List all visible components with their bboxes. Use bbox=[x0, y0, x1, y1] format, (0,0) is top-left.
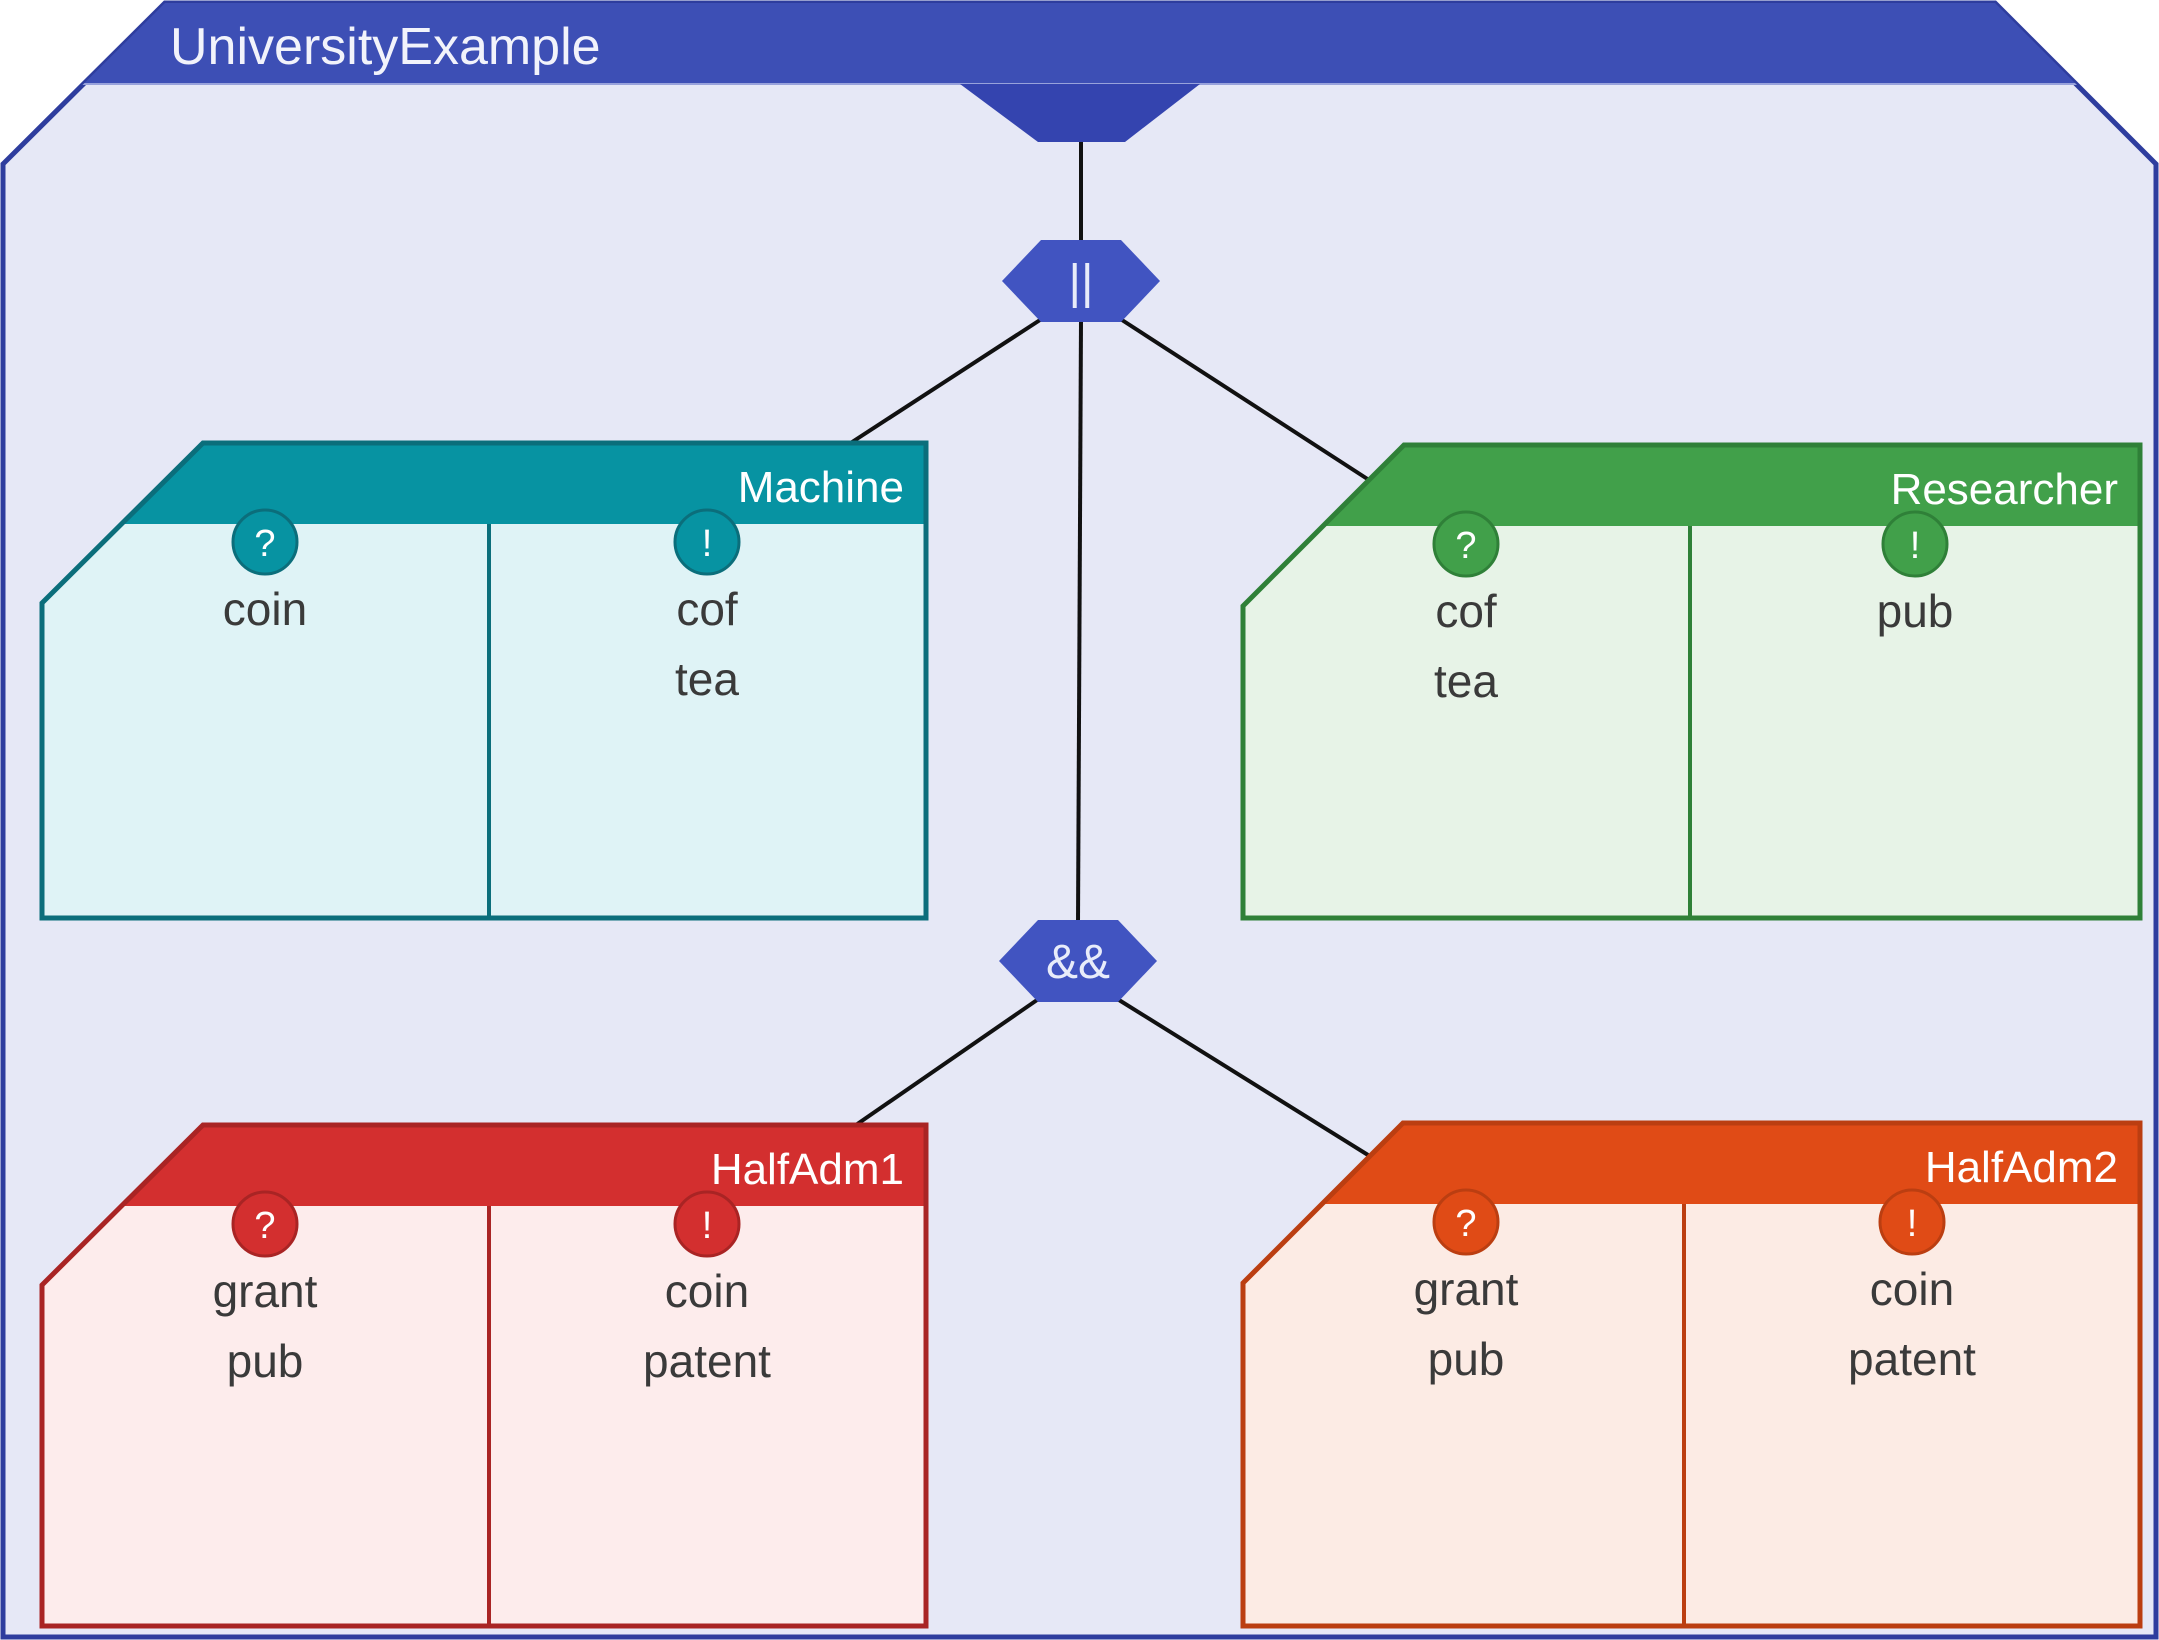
connector-parallel-to-machine bbox=[844, 318, 1042, 448]
machine-body bbox=[42, 524, 926, 918]
system-title: UniversityExample bbox=[170, 18, 601, 76]
parallel-operator-symbol: || bbox=[1069, 256, 1094, 309]
component-researcher[interactable]: Researcher ? ! cof tea pub bbox=[1240, 442, 2143, 921]
halfadm2-input-item: grant bbox=[1414, 1263, 1519, 1315]
halfadm2-output-badge-glyph: ! bbox=[1907, 1203, 1918, 1245]
conjunction-operator-node[interactable]: && bbox=[999, 920, 1157, 1002]
halfadm1-output-badge-glyph: ! bbox=[702, 1205, 713, 1247]
halfadm1-input-badge-glyph: ? bbox=[254, 1205, 275, 1247]
output-badge-icon bbox=[1878, 1188, 1946, 1256]
input-badge-icon bbox=[1432, 1188, 1500, 1256]
connector-conjunction-to-halfadm2 bbox=[1117, 998, 1370, 1157]
parallel-operator-hexagon-icon[interactable] bbox=[1002, 240, 1160, 322]
input-badge-icon bbox=[1432, 510, 1500, 578]
parallel-operator-node[interactable]: || bbox=[1002, 240, 1160, 322]
component-halfadm1[interactable]: HalfAdm1 ? ! grant pub coin patent bbox=[39, 1122, 929, 1629]
researcher-output-item: pub bbox=[1877, 585, 1954, 637]
halfadm2-input-badge-glyph: ? bbox=[1455, 1203, 1476, 1245]
halfadm1-input-item: pub bbox=[227, 1335, 304, 1387]
halfadm1-body bbox=[42, 1206, 926, 1626]
researcher-input-badge-glyph: ? bbox=[1455, 525, 1476, 567]
conjunction-operator-symbol: && bbox=[1046, 936, 1110, 989]
connector-parallel-to-conjunction bbox=[1076, 319, 1083, 923]
system-frame-header bbox=[3, 3, 2156, 83]
input-badge-icon bbox=[231, 508, 299, 576]
connector-parallel-to-researcher bbox=[1120, 318, 1371, 482]
halfadm2-body bbox=[1243, 1204, 2140, 1626]
halfadm1-outline[interactable] bbox=[39, 1122, 929, 1629]
halfadm2-outline[interactable] bbox=[1240, 1120, 2143, 1629]
researcher-input-item: tea bbox=[1434, 655, 1498, 707]
researcher-title: Researcher bbox=[1891, 465, 2118, 514]
researcher-outline[interactable] bbox=[1240, 442, 2143, 921]
halfadm1-output-item: coin bbox=[665, 1265, 749, 1317]
researcher-input-item: cof bbox=[1435, 585, 1497, 637]
halfadm2-output-item: coin bbox=[1870, 1263, 1954, 1315]
halfadm2-output-item: patent bbox=[1848, 1333, 1976, 1385]
halfadm1-output-item: patent bbox=[643, 1335, 771, 1387]
input-badge-icon bbox=[231, 1190, 299, 1258]
machine-outline[interactable] bbox=[39, 440, 929, 921]
halfadm1-title: HalfAdm1 bbox=[711, 1145, 904, 1194]
component-halfadm2[interactable]: HalfAdm2 ? ! grant pub coin patent bbox=[1240, 1120, 2143, 1629]
machine-output-badge-glyph: ! bbox=[702, 523, 713, 565]
composition-root-notch-icon bbox=[960, 84, 1200, 142]
component-machine[interactable]: Machine ? ! coin cof tea bbox=[39, 440, 929, 921]
output-badge-icon bbox=[673, 1190, 741, 1258]
halfadm2-input-item: pub bbox=[1428, 1333, 1505, 1385]
halfadm1-input-item: grant bbox=[213, 1265, 318, 1317]
machine-input-badge-glyph: ? bbox=[254, 523, 275, 565]
conjunction-operator-hexagon-icon[interactable] bbox=[999, 920, 1157, 1002]
researcher-output-badge-glyph: ! bbox=[1910, 525, 1921, 567]
machine-output-item: tea bbox=[675, 653, 739, 705]
machine-output-item: cof bbox=[676, 583, 738, 635]
output-badge-icon bbox=[1881, 510, 1949, 578]
connectors bbox=[844, 142, 1371, 1157]
connector-conjunction-to-halfadm1 bbox=[851, 998, 1039, 1129]
machine-title: Machine bbox=[738, 463, 904, 512]
halfadm2-title: HalfAdm2 bbox=[1925, 1143, 2118, 1192]
output-badge-icon bbox=[673, 508, 741, 576]
machine-input-item: coin bbox=[223, 583, 307, 635]
